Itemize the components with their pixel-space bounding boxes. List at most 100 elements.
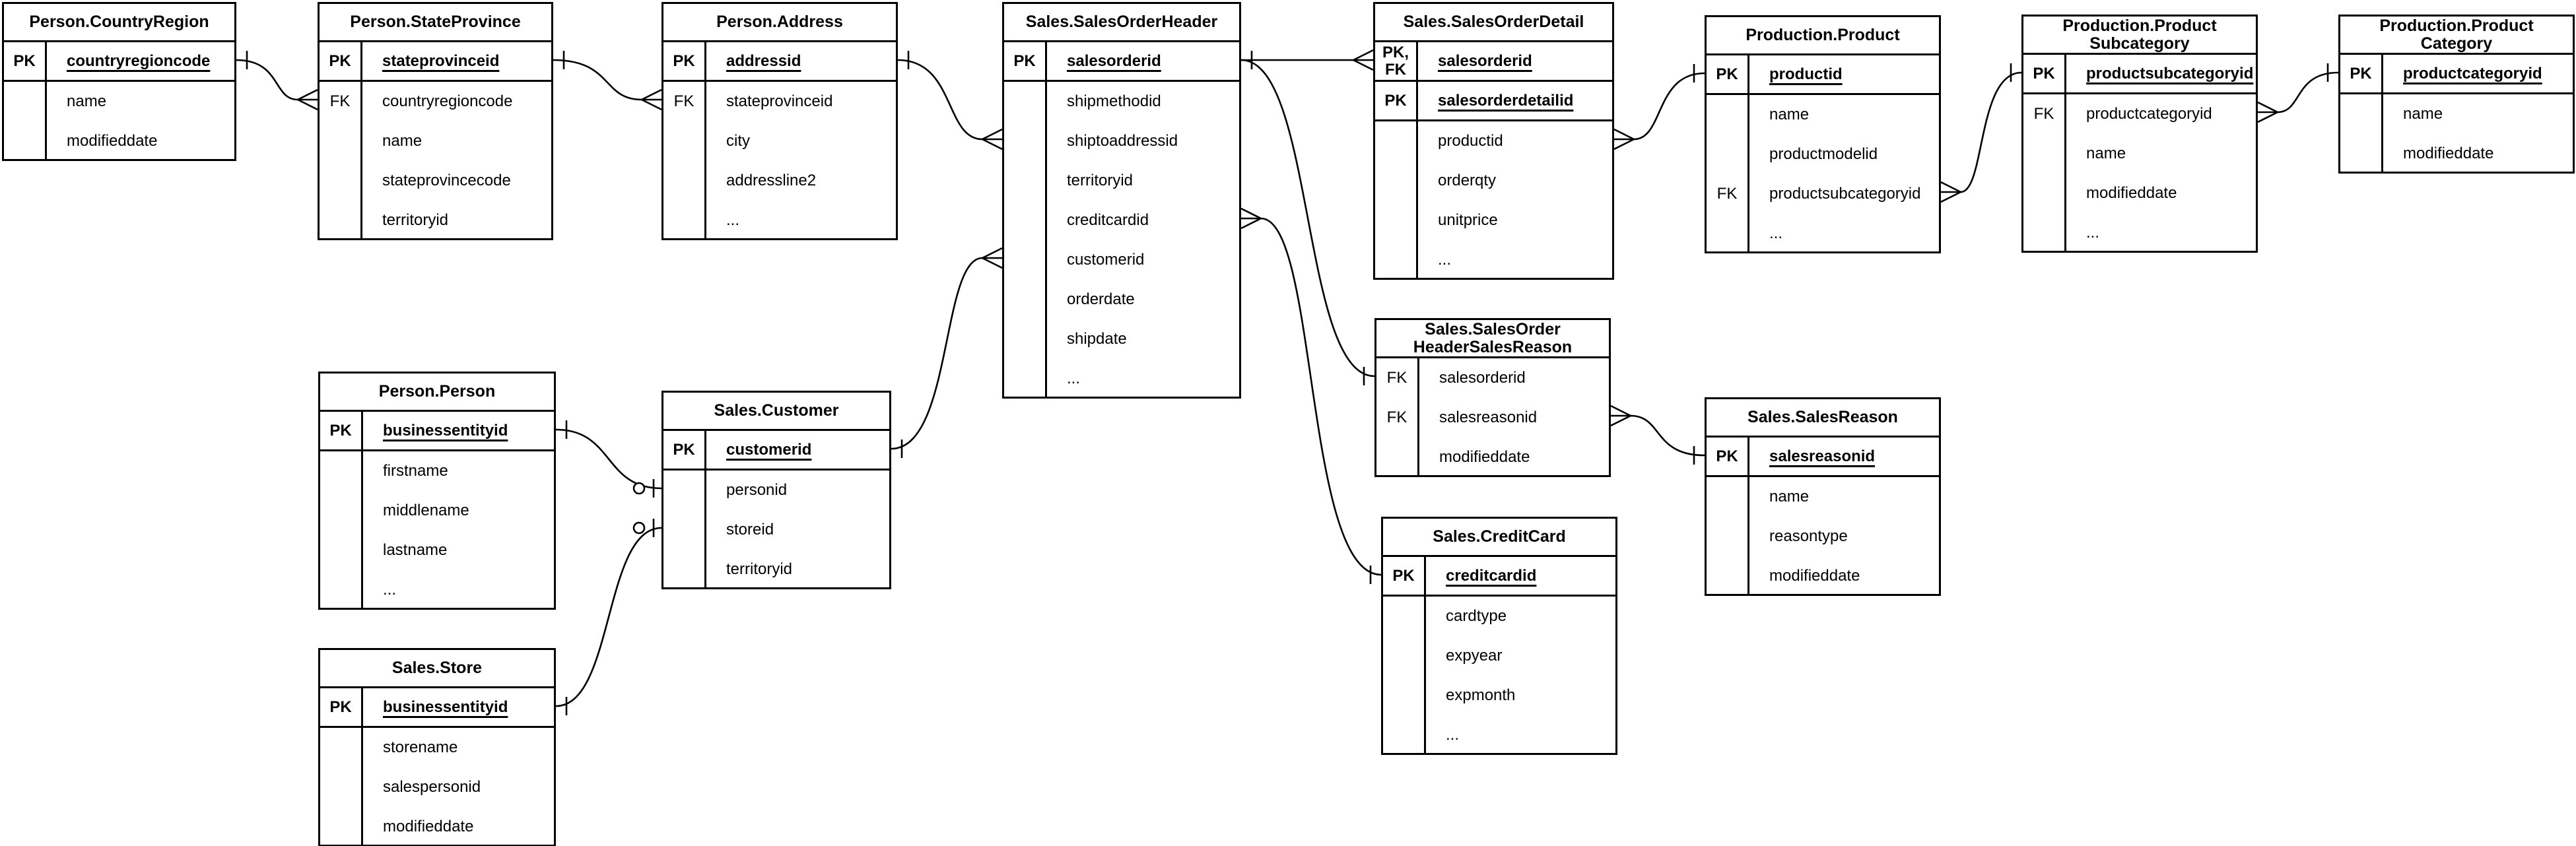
key-badge — [1707, 477, 1749, 517]
field-name: salespersonid — [383, 778, 481, 796]
field-name: shipdate — [1067, 330, 1127, 348]
entity-row: ... — [1375, 240, 1612, 280]
key-badge — [663, 550, 706, 589]
field-name: businessentityid — [383, 421, 508, 439]
entity-row: salespersonid — [320, 767, 554, 807]
key-badge — [663, 471, 706, 510]
field-name: shipmethodid — [1067, 92, 1161, 110]
crows-foot-prong — [641, 88, 662, 101]
entity-title: Sales.CreditCard — [1383, 519, 1615, 557]
field-name: orderdate — [1067, 290, 1135, 308]
field-name: addressid — [726, 51, 801, 70]
key-badge — [1004, 201, 1047, 240]
entity-title: Production.Product Category — [2340, 16, 2573, 55]
entity-title: Sales.Customer — [663, 393, 889, 431]
field-name: modifieddate — [383, 818, 474, 835]
key-badge — [1707, 556, 1749, 596]
field-name: unitprice — [1438, 211, 1498, 229]
key-badge: PK — [2023, 55, 2066, 92]
key-badge — [1383, 715, 1426, 755]
key-badge: PK — [663, 42, 706, 80]
key-badge — [1004, 319, 1047, 359]
field-name: salesorderdetailid — [1438, 91, 1574, 110]
field-name: productcategoryid — [2086, 105, 2212, 123]
key-badge — [320, 491, 363, 531]
entity-row: storeid — [663, 510, 889, 550]
key-badge: FK — [1707, 174, 1749, 214]
edge-person-person-sales-customer — [555, 428, 662, 490]
entity-title: Sales.SalesReason — [1707, 399, 1939, 438]
crows-foot-prong — [2257, 111, 2278, 123]
edge-production-product-production-productsubcategory — [1960, 71, 2022, 193]
key-badge — [2340, 134, 2383, 174]
edge-sales-customer-sales-salesorderheader — [891, 257, 983, 450]
key-badge — [1707, 214, 1749, 253]
entity-title: Production.Product — [1707, 17, 1939, 55]
entity-row: name — [1707, 477, 1939, 517]
entity-row: modifieddate — [1707, 556, 1939, 596]
key-badge — [1375, 121, 1418, 161]
edge-person-stateprovince-person-address — [553, 59, 642, 101]
entity-row: orderdate — [1004, 280, 1239, 319]
edge-sales-salesorderheader-sales-creditcard — [1260, 217, 1382, 576]
entity-title: Production.Product Subcategory — [2023, 16, 2256, 55]
entity-row: name — [320, 121, 551, 161]
key-badge — [663, 161, 706, 201]
key-badge — [1004, 240, 1047, 280]
entity-row: territoryid — [663, 550, 889, 589]
entity-row: modifieddate — [2340, 134, 2573, 174]
entity-row: productmodelid — [1707, 135, 1939, 174]
key-badge: PK — [320, 688, 363, 726]
field-name: stateprovincecode — [382, 172, 511, 189]
field-name: modifieddate — [1769, 567, 1860, 585]
field-name: name — [2403, 105, 2443, 123]
edge-person-countryregion-person-stateprovince — [236, 59, 298, 101]
key-badge — [320, 201, 362, 240]
key-badge: PK — [663, 431, 706, 469]
entity-row: productid — [1375, 121, 1612, 161]
field-name: expmonth — [1446, 686, 1516, 704]
entity-row: expyear — [1383, 636, 1615, 676]
field-name: modifieddate — [67, 132, 158, 150]
entity-row: shipmethodid — [1004, 82, 1239, 121]
key-badge: PK — [1707, 438, 1749, 475]
field-name: name — [67, 92, 107, 110]
key-badge — [320, 161, 362, 201]
key-badge — [1383, 597, 1426, 636]
entity-title: Sales.SalesOrder HeaderSalesReason — [1376, 320, 1609, 358]
entity-title: Sales.Store — [320, 650, 554, 688]
field-name: salesreasonid — [1439, 408, 1538, 426]
field-name: modifieddate — [2086, 184, 2177, 202]
key-badge: PK — [1375, 82, 1418, 119]
key-badge — [663, 510, 706, 550]
field-name: salesorderid — [1439, 369, 1526, 387]
field-name: salesorderid — [1438, 51, 1532, 70]
crows-foot-prong — [982, 128, 1003, 141]
field-name: modifieddate — [2403, 145, 2494, 162]
field-name: ... — [383, 581, 397, 599]
crows-foot-prong — [982, 257, 1003, 269]
entity-row: expmonth — [1383, 676, 1615, 715]
entity-row: reasontype — [1707, 517, 1939, 556]
field-name: city — [726, 132, 750, 150]
edge-person-address-sales-salesorderheader — [897, 59, 983, 141]
key-badge: FK — [1376, 398, 1419, 438]
entity-title: Person.Address — [663, 4, 896, 42]
field-name: ... — [1769, 224, 1783, 242]
edge-sales-store-sales-customer — [555, 527, 662, 707]
key-badge — [1707, 95, 1749, 135]
entity-row: modifieddate — [320, 807, 554, 846]
edge-sales-salesorderheadersalesreason-sales-salesreason — [1630, 414, 1705, 457]
field-name: modifieddate — [1439, 448, 1530, 466]
